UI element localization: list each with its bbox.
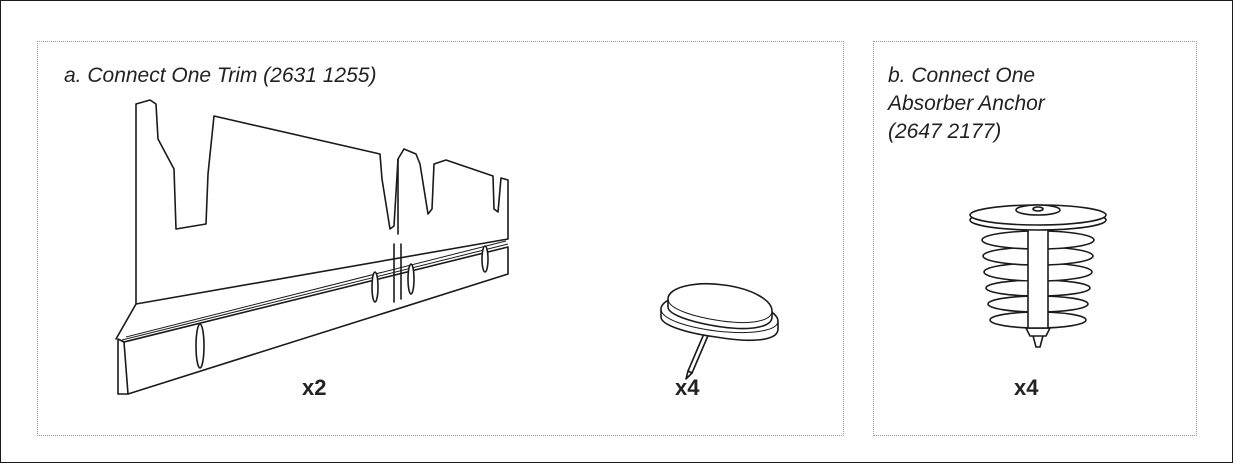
trim-quantity: x2 <box>302 375 327 400</box>
absorber-anchor-illustration <box>969 204 1107 348</box>
panel-b-title: b. Connect One Absorber Anchor (2647 217… <box>888 64 1045 143</box>
trim-illustration <box>115 99 509 395</box>
absorber-anchor-quantity: x4 <box>1014 375 1039 400</box>
glide-pin-drawing <box>660 282 779 380</box>
panel-a-title: a. Connect One Trim (2631 1255) <box>64 64 377 87</box>
glide-pin-illustration <box>38 42 198 202</box>
panel-connect-one-absorber-anchor: b. Connect One Absorber Anchor (2647 217… <box>873 41 1197 436</box>
glide-pin-quantity: x4 <box>675 375 700 400</box>
panel-connect-one-trim: a. Connect One Trim (2631 1255) x2 x4 <box>37 41 844 436</box>
